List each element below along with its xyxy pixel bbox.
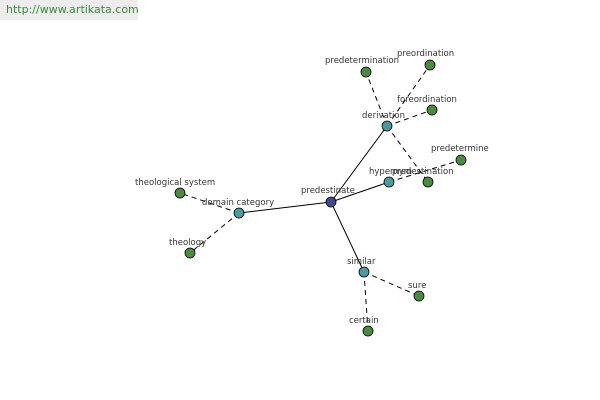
label-predetermine: predetermine	[431, 144, 489, 154]
label-predestinate: predestinate	[301, 186, 355, 196]
site-url-link[interactable]: http://www.artikata.com	[0, 0, 139, 20]
graph-edges	[179, 64, 462, 332]
edge-predestinate-to-hypernym	[330, 181, 390, 203]
edge-domain-category-to-theological-system	[179, 192, 240, 214]
label-predestination: predestination	[392, 167, 454, 177]
graph-nodes	[174, 59, 467, 337]
label-hypernym: hypernym	[369, 167, 412, 177]
node-preordination[interactable]	[424, 59, 436, 71]
edge-predestinate-to-similar	[330, 201, 365, 273]
node-predestinate[interactable]	[325, 196, 337, 208]
edge-hypernym-to-predetermine	[388, 159, 462, 183]
node-domain-category[interactable]	[233, 207, 245, 219]
edge-similar-to-certain	[363, 271, 369, 332]
node-similar[interactable]	[358, 266, 370, 278]
label-sure: sure	[408, 281, 426, 291]
node-predetermine[interactable]	[455, 154, 467, 166]
edge-derivation-to-preordination	[386, 64, 431, 127]
edge-derivation-to-foreordination	[386, 109, 433, 127]
label-predetermination: predetermination	[325, 56, 399, 66]
node-theology[interactable]	[184, 247, 196, 259]
label-foreordination: foreordination	[397, 95, 457, 105]
node-predetermination[interactable]	[360, 66, 372, 78]
node-hypernym[interactable]	[383, 176, 395, 188]
label-domain-category: domain category	[202, 198, 274, 208]
label-theology: theology	[169, 238, 206, 248]
edge-derivation-to-predestination	[386, 125, 429, 183]
label-theological-system: theological system	[135, 178, 215, 188]
node-predestination[interactable]	[422, 176, 434, 188]
label-preordination: preordination	[397, 49, 454, 59]
label-certain: certain	[349, 316, 379, 326]
edge-predestinate-to-derivation	[330, 125, 388, 203]
node-sure[interactable]	[413, 290, 425, 302]
node-theological-system[interactable]	[174, 187, 186, 199]
edge-domain-category-to-theology	[189, 212, 240, 254]
edge-derivation-to-predetermination	[365, 71, 388, 127]
graph-labels: predestinate derivation hypernym domain cat…	[135, 49, 489, 326]
node-derivation[interactable]	[381, 120, 393, 132]
edge-similar-to-sure	[363, 271, 420, 297]
node-certain[interactable]	[362, 325, 374, 337]
edge-predestinate-to-domain-category	[238, 201, 332, 214]
label-similar: similar	[347, 257, 376, 267]
label-derivation: derivation	[362, 111, 405, 121]
node-foreordination[interactable]	[426, 104, 438, 116]
